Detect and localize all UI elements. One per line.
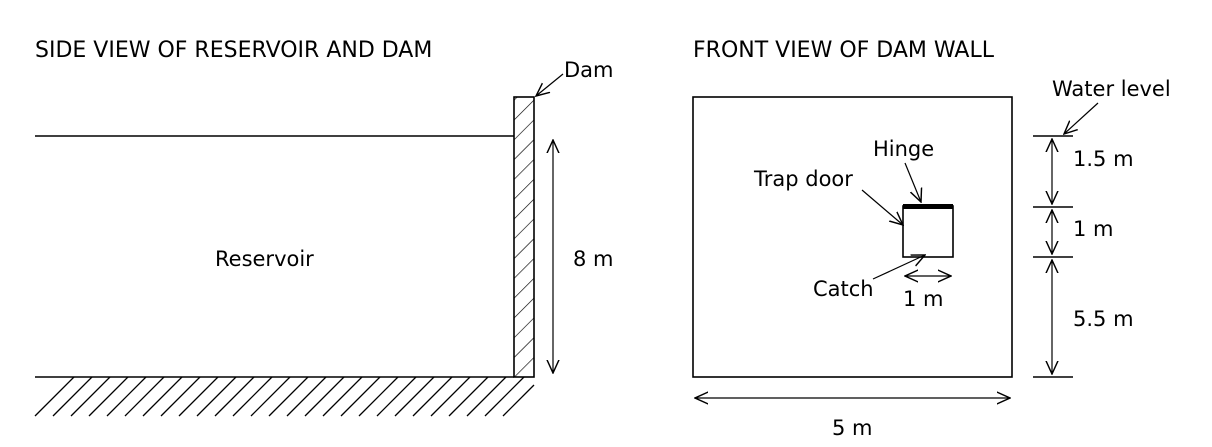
hinge-leader-arrow bbox=[904, 162, 921, 202]
side-view: SIDE VIEW OF RESERVOIR AND DAM bbox=[34, 38, 614, 417]
water-level-label: Water level bbox=[1052, 77, 1171, 101]
trap-door-leader-arrow bbox=[861, 189, 903, 225]
front-view-title: FRONT VIEW OF DAM WALL bbox=[693, 38, 995, 63]
trap-door-label: Trap door bbox=[753, 167, 853, 191]
ground-hatching bbox=[34, 376, 535, 417]
dam-label: Dam bbox=[564, 58, 614, 82]
catch-leader-arrow bbox=[872, 255, 925, 280]
trap-door bbox=[902, 205, 954, 258]
depth-label: 8 m bbox=[573, 247, 614, 271]
dam-leader-arrow bbox=[536, 73, 564, 96]
catch-label: Catch bbox=[813, 277, 874, 301]
side-view-title: SIDE VIEW OF RESERVOIR AND DAM bbox=[35, 38, 432, 63]
dim-mid-label: 1 m bbox=[1073, 217, 1114, 241]
dim-bottom-label: 5.5 m bbox=[1073, 307, 1134, 331]
dam-wall-face bbox=[692, 96, 1013, 378]
hinge bbox=[903, 204, 953, 209]
water-level-leader-arrow bbox=[1064, 102, 1099, 134]
wall-width-label: 5 m bbox=[832, 416, 873, 440]
front-view: FRONT VIEW OF DAM WALL Hinge Trap door C… bbox=[692, 38, 1171, 440]
dam-wall bbox=[513, 96, 535, 378]
dim-top-label: 1.5 m bbox=[1073, 147, 1134, 171]
hinge-label: Hinge bbox=[873, 137, 934, 161]
reservoir-label: Reservoir bbox=[215, 247, 314, 271]
door-width-label: 1 m bbox=[903, 287, 944, 311]
